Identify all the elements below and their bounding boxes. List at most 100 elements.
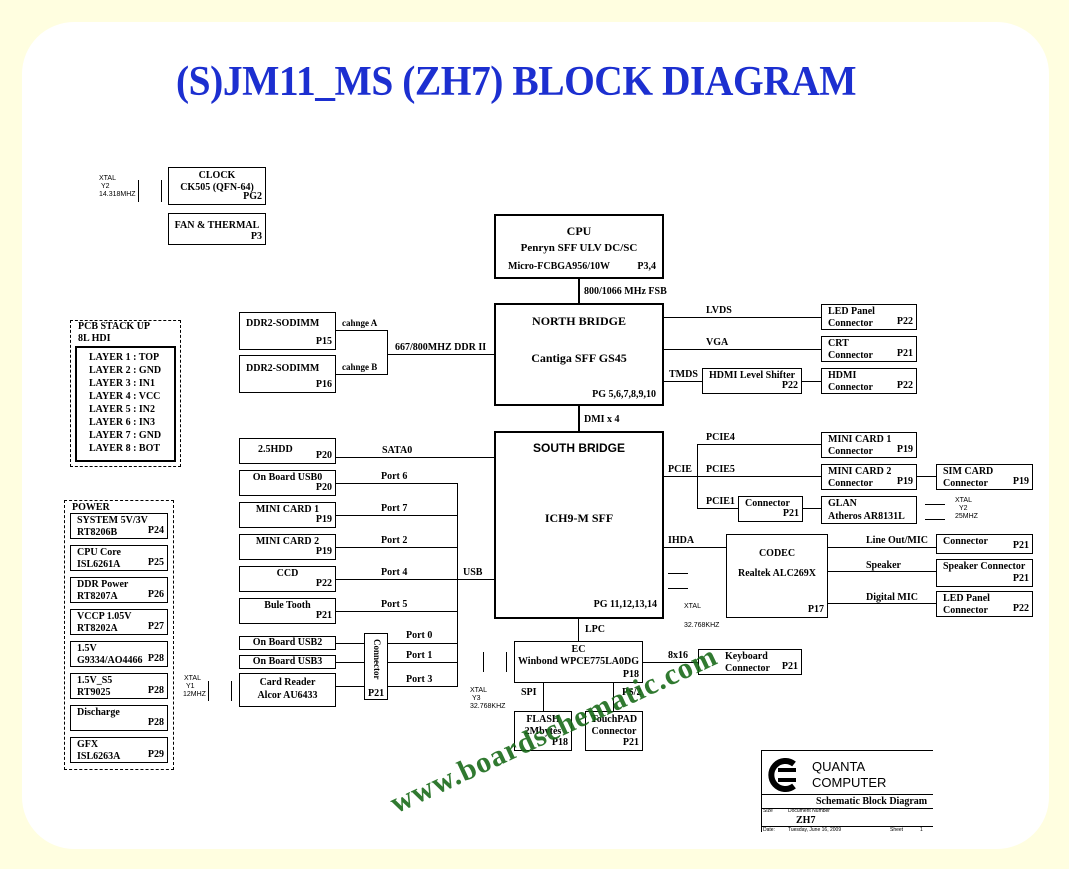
kbd-page: P21 xyxy=(781,661,798,672)
pcie5-label: PCIE5 xyxy=(706,464,735,475)
codec-block: CODEC Realtek ALC269X P17 xyxy=(726,534,828,618)
date-value: Tuesday, June 16, 2009 xyxy=(788,827,842,833)
ddr-merge-line xyxy=(387,330,389,375)
dmic-page: P22 xyxy=(1012,603,1029,614)
power-group xyxy=(64,500,174,770)
nb-page: PG 5,6,7,8,9,10 xyxy=(592,389,656,400)
sheet-value: 1 xyxy=(920,827,923,833)
ddr-a-line xyxy=(336,330,388,332)
pcie4-label: PCIE4 xyxy=(706,432,735,443)
hdmi-page: P22 xyxy=(896,380,913,391)
pcie1-conn-page: P21 xyxy=(782,508,799,519)
xtal-sb-symbol xyxy=(668,573,688,589)
flash-line2: 2Mbytes xyxy=(524,726,562,737)
pcb-layer-5: LAYER 5 : IN2 xyxy=(89,404,156,415)
xtal-ec-freq: 32.768KHZ xyxy=(470,703,506,710)
dmi-line xyxy=(578,406,580,432)
power-7-line1: GFX xyxy=(77,739,99,750)
fan-thermal: FAN & THERMAL P3 xyxy=(168,213,266,245)
glan-line xyxy=(803,508,821,510)
title-rule-2 xyxy=(761,808,933,810)
quanta-logo xyxy=(764,758,800,792)
mini1r-page: P19 xyxy=(896,444,913,455)
pcie-line xyxy=(664,476,698,478)
hdmi-line1: HDMI xyxy=(828,370,857,381)
xtal-lan-ref: Y2 xyxy=(959,505,968,512)
spi-line xyxy=(543,683,545,711)
onboard-usb2: On Board USB2 xyxy=(239,636,336,650)
pcb-layer-2: LAYER 2 : GND xyxy=(89,365,162,376)
pcb-layer-7: LAYER 7 : GND xyxy=(89,430,162,441)
usb0-label: On Board USB0 xyxy=(252,472,323,483)
usb-bus-label: USB xyxy=(463,567,483,578)
usb2-board-label: On Board USB2 xyxy=(252,637,323,648)
company-name-2: COMPUTER xyxy=(812,775,887,790)
ddr-b-channel: cahnge B xyxy=(342,362,378,372)
doc-number: ZH7 xyxy=(796,815,816,826)
dmic-conn-line1: LED Panel xyxy=(943,593,990,604)
usb-port7-line xyxy=(336,515,457,517)
hdmi-shifter-page: P22 xyxy=(781,380,798,391)
sb-name: ICH9-M SFF xyxy=(544,511,614,525)
hdmi-line xyxy=(802,381,821,383)
cpu-title: CPU xyxy=(566,224,592,238)
pcie4-line xyxy=(697,444,821,446)
mini2r-line1: MINI CARD 2 xyxy=(828,466,892,477)
fan-label: FAN & THERMAL xyxy=(174,220,260,231)
led-panel-page: P22 xyxy=(896,316,913,327)
sata-line xyxy=(336,457,494,459)
usb4-label: Bule Tooth xyxy=(264,600,311,611)
lvds-line xyxy=(664,317,821,319)
usb-port6-line xyxy=(336,483,457,485)
tmds-label: TMDS xyxy=(669,369,698,380)
clock-page: PG2 xyxy=(243,191,262,202)
pcie1-conn-label: Connector xyxy=(745,498,790,509)
usb2-page: P19 xyxy=(315,546,332,557)
power-3-page: P27 xyxy=(147,621,164,632)
power-3-line2: RT8202A xyxy=(77,623,118,634)
speaker-connector: Speaker Connector P21 xyxy=(936,559,1033,587)
ec-title: EC xyxy=(571,644,586,655)
xtal-card-symbol xyxy=(208,681,232,701)
touchpad-connector: TouchPAD Connector P21 xyxy=(585,711,643,751)
pcie1-label: PCIE1 xyxy=(706,496,735,507)
north-bridge: NORTH BRIDGE Cantiga SFF GS45 PG 5,6,7,8… xyxy=(494,303,664,406)
ddr-a-page: P15 xyxy=(315,336,332,347)
power-item-6: Discharge P28 xyxy=(70,705,168,731)
glan-line1: GLAN xyxy=(828,498,857,509)
mini-card-1-connector: MINI CARD 1 Connector P19 xyxy=(821,432,917,458)
lpc-line xyxy=(578,619,580,642)
sim-page: P19 xyxy=(1012,476,1029,487)
ddr-a-channel: cahnge A xyxy=(342,318,378,328)
usb3-page: P22 xyxy=(315,578,332,589)
ddr-b-name: DDR2-SODIMM xyxy=(246,363,320,374)
ps2-label: PS/2 xyxy=(622,687,642,698)
port0-line xyxy=(388,643,458,645)
ihda-label: IHDA xyxy=(668,535,695,546)
power-4-line1: 1.5V xyxy=(77,643,97,654)
hdd-block: 2.5HDD P20 xyxy=(239,438,336,464)
codec-title: CODEC xyxy=(758,548,796,559)
card-reader-line1: Card Reader xyxy=(259,677,316,688)
power-7-line2: ISL6263A xyxy=(77,751,121,762)
ddr-a-name: DDR2-SODIMM xyxy=(246,318,320,329)
mini-card-2-connector: MINI CARD 2 Connector P19 xyxy=(821,464,917,490)
ddr-b-line xyxy=(336,374,388,376)
power-item-7: GFX ISL6263A P29 xyxy=(70,737,168,763)
mini1r-line2: Connector xyxy=(828,446,873,457)
mini1r-line1: MINI CARD 1 xyxy=(828,434,892,445)
speaker-page: P21 xyxy=(1012,573,1029,584)
usb4-page: P21 xyxy=(315,610,332,621)
codec-page: P17 xyxy=(807,604,824,615)
port-7-label: Port 7 xyxy=(381,503,408,514)
lineout-page: P21 xyxy=(1012,540,1029,551)
kbd-line1: Keyboard xyxy=(725,651,768,662)
flash-block: FLASH 2Mbytes P18 xyxy=(514,711,572,751)
pcie5-line xyxy=(697,476,821,478)
lpc-label: LPC xyxy=(585,624,605,635)
xtal-card-label: XTAL xyxy=(184,675,201,682)
xtal-clock-ref: Y2 xyxy=(101,183,110,190)
mini2r-page: P19 xyxy=(896,476,913,487)
port1-line xyxy=(388,662,458,664)
power-title: POWER xyxy=(72,502,110,513)
